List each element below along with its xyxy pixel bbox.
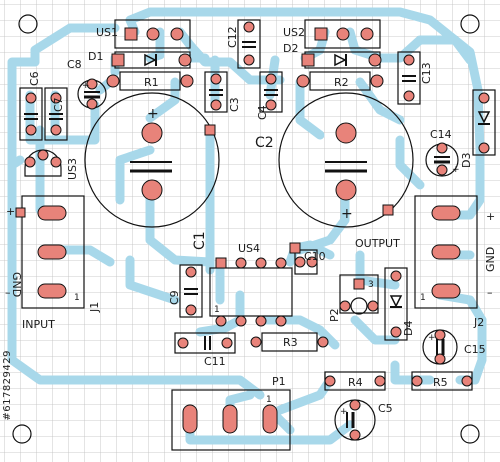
label-us1: US1 — [96, 26, 118, 39]
r3-body — [261, 332, 318, 352]
label-c12: C12 — [226, 26, 239, 48]
r1-body — [119, 71, 181, 91]
p2-body — [339, 274, 379, 314]
label-c6: C6 — [28, 71, 41, 86]
label-c4: C4 — [256, 105, 269, 120]
label-d3: D3 — [460, 153, 473, 168]
capacitor-symbols — [24, 41, 450, 428]
label-c14: C14 — [430, 128, 452, 141]
label-d2: D2 — [283, 42, 298, 55]
label-j2-gnd: GND — [484, 247, 497, 272]
label-output: OUTPUT — [355, 237, 400, 250]
label-us3: US3 — [66, 158, 79, 180]
label-r3: R3 — [283, 336, 298, 349]
c7-body — [44, 87, 68, 141]
label-d4: D4 — [402, 321, 415, 336]
label-us2: US2 — [283, 26, 305, 39]
j1-body — [21, 195, 85, 309]
label-c1: C1 — [192, 231, 208, 250]
label-p1: P1 — [272, 375, 286, 388]
label-j1-minus: – — [5, 286, 11, 299]
label-j1: J1 — [88, 302, 101, 313]
polarity-c5: + — [340, 407, 348, 417]
label-p2-pin: 3 — [368, 280, 374, 290]
polarity-c15: + — [428, 333, 436, 343]
polarity-c1: + — [147, 106, 159, 122]
p2-dial — [350, 297, 368, 315]
label-c3: C3 — [228, 97, 241, 112]
solder-pads — [15, 21, 490, 441]
d4-body — [384, 267, 408, 341]
r2-body — [309, 71, 371, 91]
diode-symbols — [144, 53, 491, 308]
c4-body — [259, 71, 283, 113]
label-p2: P2 — [328, 308, 341, 322]
label-c7: C7 — [52, 97, 65, 112]
label-input: INPUT — [22, 318, 55, 331]
label-c8: C8 — [67, 58, 82, 71]
c9-body — [179, 264, 203, 318]
c11-body — [174, 332, 236, 354]
us1-body — [114, 19, 191, 49]
capacitor-c1-outline — [84, 92, 220, 228]
label-c15: C15 — [464, 343, 486, 356]
label-c11: C11 — [204, 355, 226, 368]
label-r2: R2 — [334, 76, 349, 89]
label-j2-plus: + — [486, 210, 495, 223]
mounting-hole-bottom-right — [460, 424, 480, 444]
silkscreen-labels: US1 US2 US3 US4 D1 D2 D3 D4 R1 R2 R3 R4 … — [5, 26, 497, 417]
label-r1: R1 — [144, 76, 159, 89]
capacitor-c2-outline — [278, 92, 414, 228]
label-r5: R5 — [433, 376, 448, 389]
label-c9: C9 — [168, 290, 181, 305]
c12-body — [237, 19, 261, 69]
d3-body — [472, 89, 496, 156]
label-j2: J2 — [473, 316, 484, 329]
polarity-c2: + — [341, 206, 353, 222]
mounting-hole-bottom-left — [12, 424, 32, 444]
label-us4-pin1: 1 — [214, 305, 220, 315]
us4-body — [209, 267, 293, 317]
label-c10: C10 — [304, 250, 326, 263]
label-j2-pin1: 1 — [420, 293, 426, 303]
us2-body — [304, 19, 381, 49]
label-j1-pin1: 1 — [74, 293, 80, 303]
mounting-hole-top-right — [460, 14, 480, 34]
c13-body — [397, 51, 421, 105]
label-c13: C13 — [420, 62, 433, 84]
label-d1: D1 — [88, 50, 103, 63]
c3-body — [204, 71, 228, 113]
polarity-c8: + — [82, 81, 90, 91]
mounting-hole-top-left — [18, 14, 38, 34]
c6-body — [19, 87, 43, 141]
p1-body — [171, 389, 291, 451]
label-c2: C2 — [255, 135, 274, 151]
label-us4: US4 — [238, 242, 260, 255]
label-j2-minus: – — [487, 286, 493, 299]
j2-body — [414, 195, 478, 309]
label-p1-pin: 1 — [266, 395, 272, 405]
label-r4: R4 — [348, 376, 363, 389]
stock-watermark: #617829429 — [2, 350, 13, 421]
label-j1-gnd: GND — [10, 272, 23, 297]
polarity-c14: + — [452, 165, 460, 175]
label-c5: C5 — [378, 402, 393, 415]
label-j1-plus: + — [6, 205, 15, 218]
